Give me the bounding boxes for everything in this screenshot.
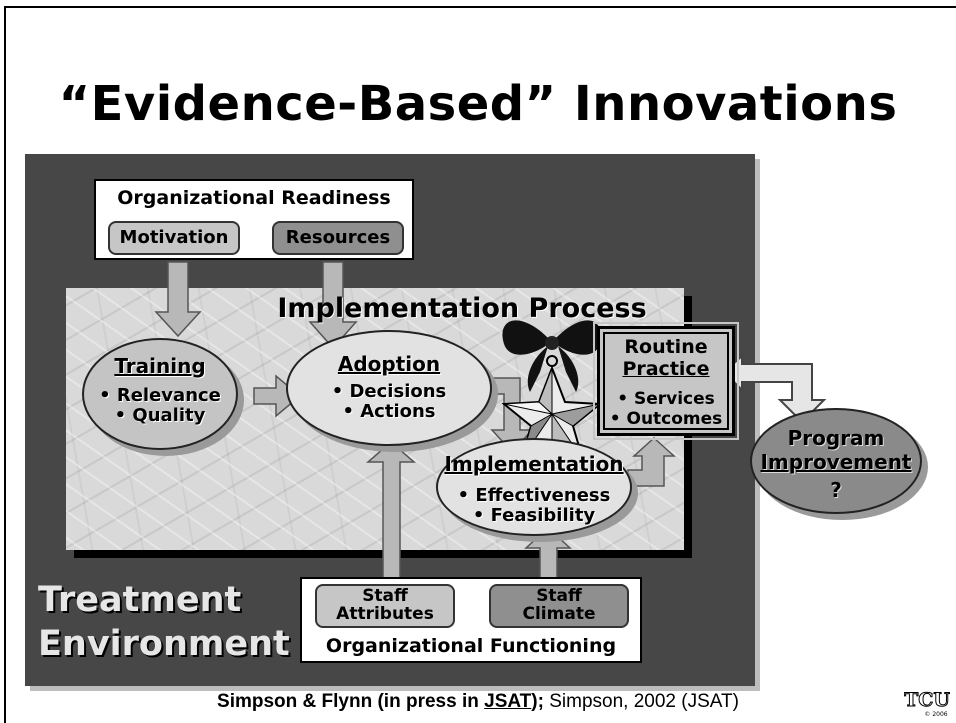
- routine-services: • Services: [617, 389, 715, 409]
- motivation-box: Motivation: [108, 221, 240, 255]
- resources-box: Resources: [272, 221, 404, 255]
- citation-jsat-link: JSAT: [484, 691, 532, 712]
- implementation-process-heading: Implementation Process: [277, 293, 647, 324]
- staff-climate-line2: Climate: [522, 603, 596, 624]
- bow-icon: [502, 320, 601, 392]
- training-quality: • Quality: [114, 405, 206, 426]
- adoption-title: Adoption: [337, 352, 441, 376]
- citation-part4: Simpson, 2002 (JSAT): [543, 691, 739, 712]
- treatment-line: Treatment: [38, 580, 242, 620]
- slide-frame: [4, 6, 956, 723]
- routine-practice-inner: [603, 332, 729, 430]
- improvement-title: Improvement: [760, 450, 912, 474]
- practice-title: Practice: [622, 358, 710, 380]
- org-functioning-box: Staff Attributes Staff Climate Organizat…: [300, 577, 642, 663]
- adoption-actions: • Actions: [342, 401, 436, 422]
- staff-climate-box: Staff Climate: [489, 584, 629, 628]
- treatment-environment-label: Treatment Environment: [38, 578, 290, 666]
- implementation-effectiveness: • Effectiveness: [457, 485, 611, 506]
- citation: Simpson & Flynn (in press in JSAT); Simp…: [0, 691, 956, 713]
- program-improvement-node: Program Improvement ?: [750, 408, 922, 514]
- arrow-implementation-routine: [627, 436, 676, 487]
- program-question: ?: [830, 478, 842, 502]
- arrow-climate-implementation: [524, 526, 572, 579]
- svg-text:© 2006: © 2006: [924, 711, 947, 718]
- motivation-label: Motivation: [119, 227, 229, 248]
- program-title: Program: [787, 426, 885, 450]
- arrow-training-adoption: [253, 374, 302, 418]
- adoption-node: Adoption • Decisions • Actions: [286, 330, 492, 446]
- citation-part3: );: [531, 691, 544, 712]
- citation-part1: Simpson & Flynn (in press in: [217, 691, 485, 712]
- routine-title: Routine: [624, 336, 708, 358]
- adoption-decisions: • Decisions: [331, 381, 447, 402]
- training-title: Training: [114, 354, 206, 378]
- routine-outcomes: • Outcomes: [609, 409, 723, 429]
- org-readiness-box: Organizational Readiness Motivation Reso…: [94, 179, 414, 260]
- implementation-node: Implementation • Effectiveness • Feasibi…: [436, 438, 632, 536]
- org-functioning-heading: Organizational Functioning: [325, 635, 617, 657]
- arrow-motivation-training: [154, 261, 202, 338]
- routine-practice-box: Routine Practice • Services • Outcomes: [593, 322, 739, 440]
- resources-label: Resources: [285, 227, 391, 248]
- training-node: Training • Relevance • Quality: [82, 338, 238, 450]
- staff-climate-line1: Staff: [536, 586, 582, 606]
- implementation-title: Implementation: [444, 452, 624, 476]
- svg-text:TCU: TCU: [904, 689, 950, 711]
- staff-attributes-box: Staff Attributes: [315, 584, 455, 628]
- org-readiness-heading: Organizational Readiness: [117, 187, 391, 209]
- arrow-attributes-adoption: [365, 441, 417, 579]
- staff-attributes-line1: Staff: [362, 586, 408, 606]
- page-title: “Evidence-Based” Innovations: [58, 76, 898, 132]
- training-relevance: • Relevance: [99, 385, 221, 406]
- environment-line: Environment: [38, 624, 290, 664]
- tcu-logo-icon: TCU © 2006: [904, 689, 950, 719]
- implementation-feasibility: • Feasibility: [472, 505, 596, 526]
- staff-attributes-line2: Attributes: [336, 603, 434, 624]
